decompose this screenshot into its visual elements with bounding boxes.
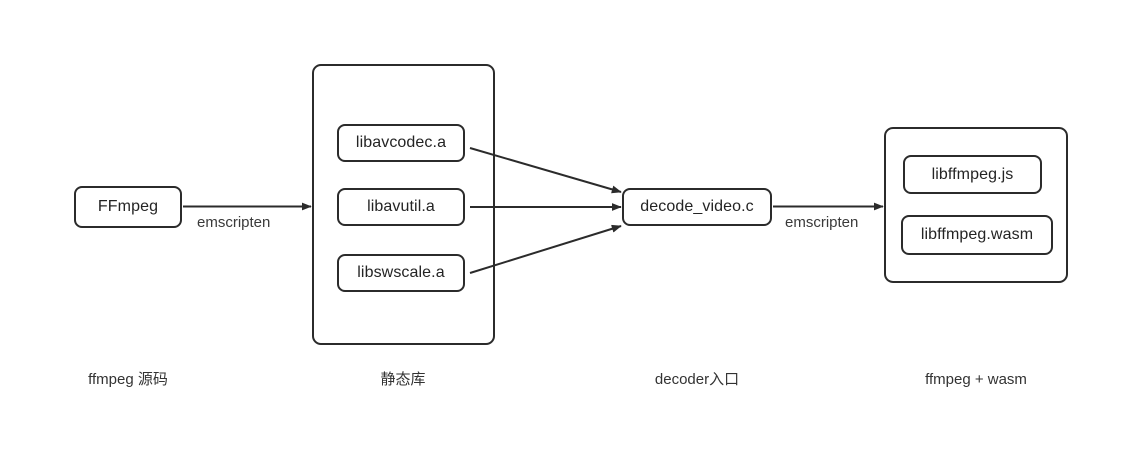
node-decode-video-c-label: decode_video.c <box>640 198 754 215</box>
node-libswscale[interactable]: libswscale.a <box>337 254 465 292</box>
group-wasm-outputs <box>884 127 1068 283</box>
node-libavutil[interactable]: libavutil.a <box>337 188 465 226</box>
edge-label-emscripten-output: emscripten <box>785 214 859 231</box>
node-libffmpeg-js-label: libffmpeg.js <box>931 165 1014 183</box>
edge-libswscale-to-decoder <box>469 224 622 274</box>
node-ffmpeg-source-label: FFmpeg <box>97 198 159 215</box>
node-decode-video-c[interactable]: decode_video.c <box>622 188 772 226</box>
caption-ffmpeg-source: ffmpeg 源码 <box>88 371 168 388</box>
caption-decoder-entry: decoder入口 <box>654 371 740 388</box>
node-libavcodec-label: libavcodec.a <box>355 134 447 151</box>
group-static-libraries <box>312 64 495 345</box>
edge-libavcodec-to-decoder <box>469 147 622 194</box>
node-libffmpeg-js[interactable]: libffmpeg.js <box>903 155 1042 194</box>
node-libffmpeg-wasm[interactable]: libffmpeg.wasm <box>901 215 1053 255</box>
caption-static-libraries: 静态库 <box>380 371 426 388</box>
node-libavutil-label: libavutil.a <box>367 198 435 215</box>
node-ffmpeg-source[interactable]: FFmpeg <box>74 186 182 228</box>
node-libswscale-label: libswscale.a <box>357 264 445 281</box>
node-libffmpeg-wasm-label: libffmpeg.wasm <box>920 226 1034 243</box>
node-libavcodec[interactable]: libavcodec.a <box>337 124 465 162</box>
caption-ffmpeg-wasm: ffmpeg + wasm <box>925 371 1027 388</box>
edge-label-emscripten-source: emscripten <box>197 214 271 231</box>
